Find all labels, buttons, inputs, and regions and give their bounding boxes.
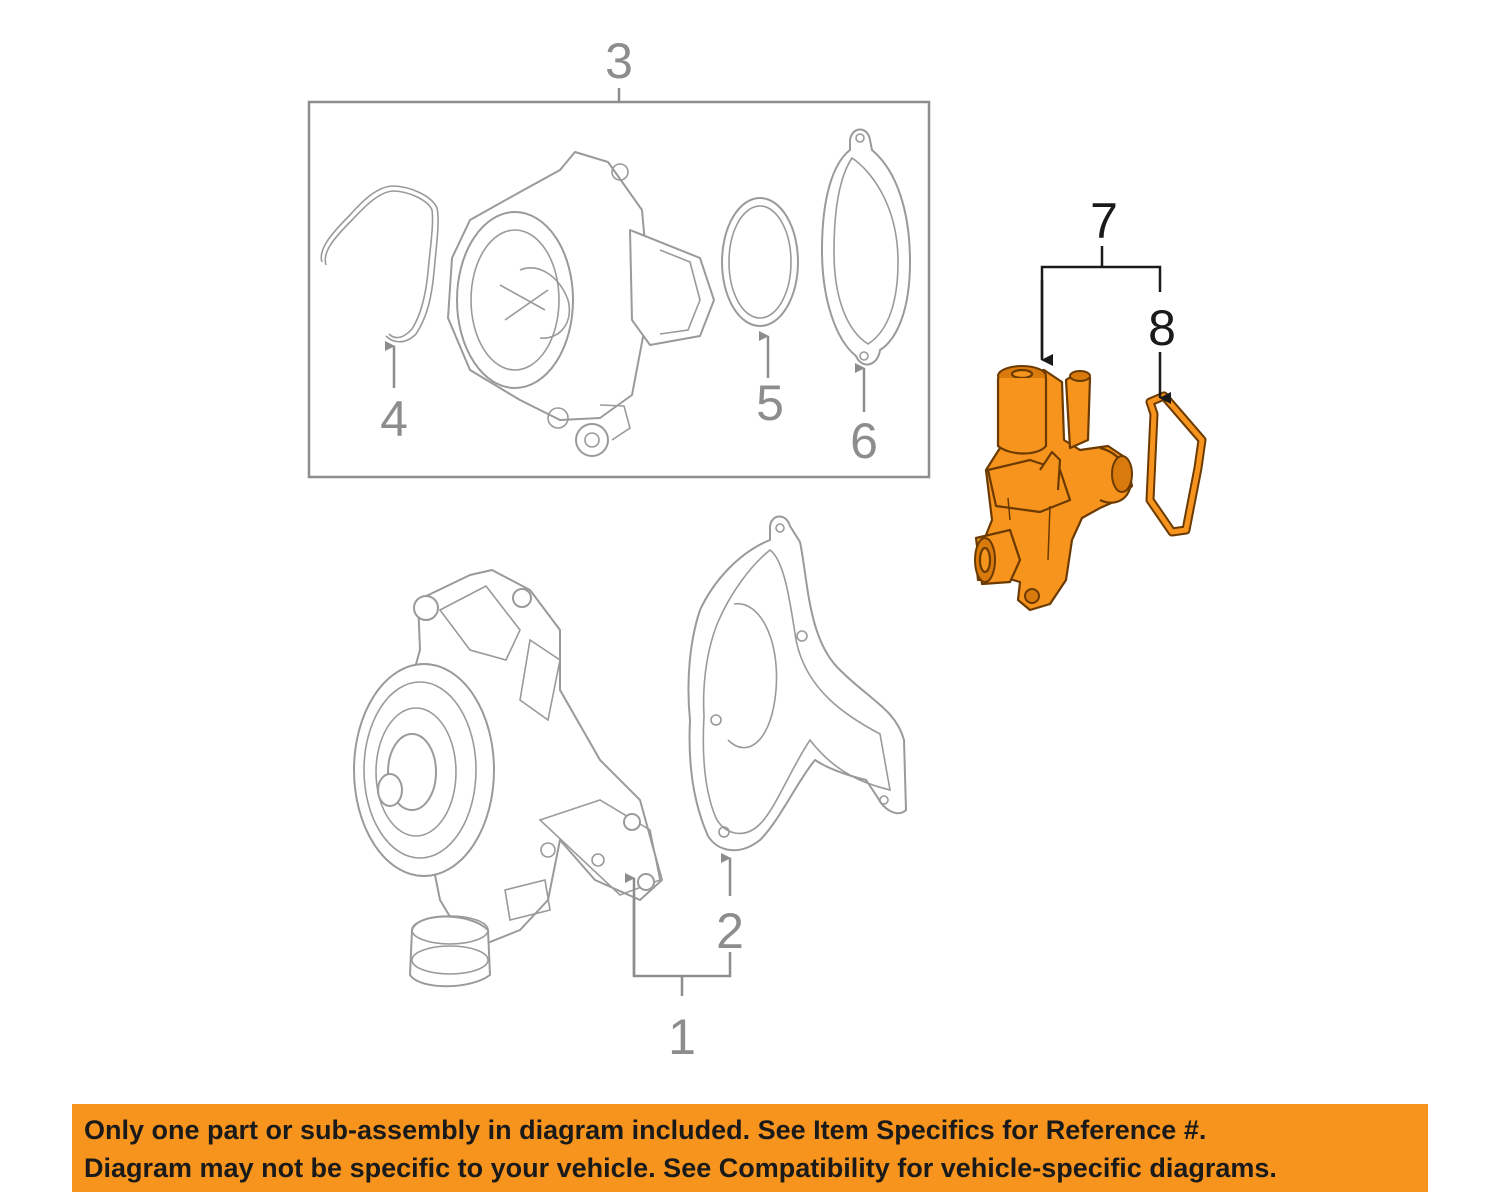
part-7-thermostat-housing xyxy=(974,365,1134,612)
disclaimer-line-1: Only one part or sub-assembly in diagram… xyxy=(84,1115,1207,1145)
part-8-thermostat-seal xyxy=(1145,391,1207,537)
callout-6: 6 xyxy=(850,413,878,469)
part-3-pump-housing xyxy=(447,151,715,457)
callout-5: 5 xyxy=(756,375,784,431)
callout-8: 8 xyxy=(1148,300,1176,356)
part-4-wire-seal xyxy=(320,185,439,388)
callout-1: 1 xyxy=(668,1009,696,1065)
kit-box-3 xyxy=(307,88,931,479)
part-6-gasket xyxy=(821,128,911,412)
disclaimer-banner: Only one part or sub-assembly in diagram… xyxy=(72,1104,1428,1192)
callout-2: 2 xyxy=(716,903,744,959)
parts-diagram: 3 4 5 6 7 8 2 1 xyxy=(307,33,1207,1065)
callout-3: 3 xyxy=(605,33,633,89)
part-5-o-ring xyxy=(721,197,799,378)
bracket-1 xyxy=(625,873,732,996)
part-1-water-pump xyxy=(353,569,663,988)
disclaimer-line-2: Diagram may not be specific to your vehi… xyxy=(84,1153,1277,1183)
bracket-7 xyxy=(1040,246,1171,404)
part-2-pump-gasket xyxy=(687,515,907,896)
callout-4: 4 xyxy=(380,391,408,447)
callout-7: 7 xyxy=(1090,193,1118,249)
